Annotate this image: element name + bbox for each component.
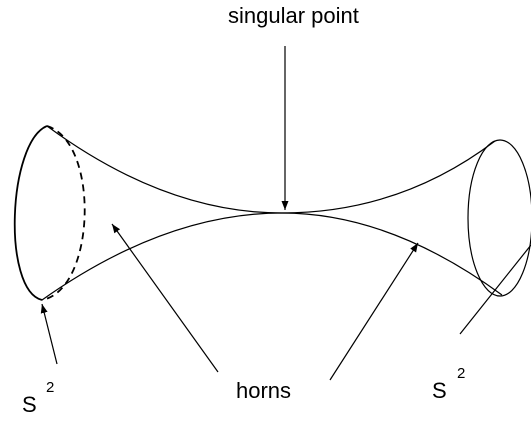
right-sphere-exponent: 2 bbox=[457, 365, 465, 382]
left-sphere-back-curve bbox=[41, 125, 86, 301]
horns-label: horns bbox=[236, 378, 291, 403]
upper-horn-curve bbox=[46, 125, 496, 214]
right-sphere-ellipse bbox=[467, 139, 531, 297]
left-sphere-label: S bbox=[22, 392, 37, 417]
left-sphere-front-curve bbox=[13, 125, 48, 301]
singular-point-label: singular point bbox=[228, 3, 359, 28]
horn-arrow-right bbox=[329, 242, 419, 381]
left-sphere-arrow bbox=[40, 303, 58, 365]
lower-horn-curve bbox=[41, 212, 503, 301]
right-sphere-pointer bbox=[459, 244, 531, 335]
horn-arrow-left bbox=[111, 223, 219, 373]
right-sphere-label: S bbox=[432, 378, 447, 403]
left-sphere-exponent: 2 bbox=[46, 379, 54, 396]
